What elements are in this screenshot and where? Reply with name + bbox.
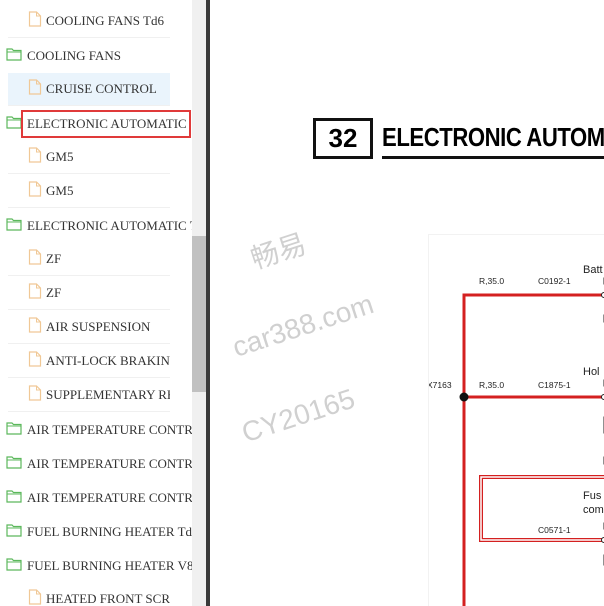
tree-item-label: AIR SUSPENSION	[46, 319, 151, 334]
connector-label: C1875-1	[538, 380, 571, 390]
file-icon	[28, 249, 42, 269]
connector-label: C0192-1	[538, 276, 571, 286]
tree-item-label: ELECTRONIC AUTOMATIC	[21, 109, 191, 138]
watermark-text: 畅易	[247, 228, 310, 275]
tree-item-label: COOLING FANS Td6	[46, 13, 164, 28]
tree-file-item[interactable]: ZF	[8, 243, 170, 276]
tree-folder-item[interactable]: FUEL BURNING HEATER Td6	[4, 515, 192, 548]
tree-item-label: GM5	[46, 149, 74, 164]
tree-folder-item[interactable]: FUEL BURNING HEATER V8	[4, 549, 192, 582]
component-label: Hol	[583, 366, 600, 378]
tree-folder-item[interactable]: AIR TEMPERATURE CONTROL	[4, 413, 192, 446]
component-label: Fus	[583, 490, 602, 502]
section-number: 32	[313, 118, 373, 159]
watermark-text: CY20165	[237, 382, 359, 449]
tree-file-item[interactable]: ANTI-LOCK BRAKING SYSTEM	[8, 345, 170, 378]
tree-folder-item[interactable]: AIR TEMPERATURE CONTROL	[4, 447, 192, 480]
wire-label: R,35.0	[479, 380, 504, 390]
tree-item-label: AIR TEMPERATURE CONTROL	[27, 455, 192, 471]
tree-file-item[interactable]: CRUISE CONTROL	[8, 73, 170, 106]
wire-label: R,35.0	[479, 276, 504, 286]
folder-icon	[6, 115, 23, 133]
tree-item-label: AIR TEMPERATURE CONTROL	[27, 421, 192, 437]
tree-item-label: ELECTRONIC AUTOMATIC T	[27, 217, 192, 233]
component-label: Batt	[583, 264, 603, 276]
tree-file-item[interactable]: HEATED FRONT SCREEN	[8, 583, 170, 606]
tree-folder-item[interactable]: ELECTRONIC AUTOMATIC T	[4, 209, 192, 242]
component-label: com	[583, 504, 604, 516]
tree-folder-item[interactable]: AIR TEMPERATURE CONTROL	[4, 481, 192, 514]
tree-file-item[interactable]: AIR SUSPENSION	[8, 311, 170, 344]
file-icon	[28, 147, 42, 167]
file-icon	[28, 385, 42, 405]
folder-icon	[6, 455, 23, 473]
folder-icon	[6, 489, 23, 507]
file-icon	[28, 181, 42, 201]
sidebar-scrollbar-thumb[interactable]	[192, 236, 206, 392]
folder-icon	[6, 47, 23, 65]
connector-label: C0571-1	[538, 525, 571, 535]
splice-label: X7163	[429, 380, 452, 390]
file-icon	[28, 351, 42, 371]
tree-folder-item[interactable]: COOLING FANS	[4, 39, 192, 72]
tree-folder-item[interactable]: ELECTRONIC AUTOMATIC	[4, 107, 192, 140]
document-view: 32 ELECTRONIC AUTOMATIC R,35.	[210, 0, 604, 606]
file-icon	[28, 79, 42, 99]
tree-file-item[interactable]: SUPPLEMENTARY RESTRAINT	[8, 379, 170, 412]
power-wire-1	[462, 293, 604, 606]
tree-item-label: ZF	[46, 251, 62, 266]
tree-item-label: COOLING FANS	[27, 47, 122, 63]
section-title: ELECTRONIC AUTOMATIC	[382, 122, 604, 152]
tree-item-label: ANTI-LOCK BRAKING SYSTEM	[46, 353, 170, 368]
tree-item-label: FUEL BURNING HEATER V8	[27, 557, 192, 573]
folder-icon	[6, 523, 23, 541]
tree-item-label: GM5	[46, 183, 74, 198]
folder-icon	[6, 421, 23, 439]
file-icon	[28, 317, 42, 337]
tree-item-label: FUEL BURNING HEATER Td6	[27, 523, 192, 539]
tree-file-item[interactable]: ZF	[8, 277, 170, 310]
tree-item-label: SUPPLEMENTARY RESTRAINT	[46, 387, 170, 402]
tree-file-item[interactable]: COOLING FANS Td6	[8, 5, 170, 38]
file-icon	[28, 283, 42, 303]
pane-divider[interactable]	[206, 0, 210, 606]
file-icon	[28, 589, 42, 606]
tree-file-item[interactable]: GM5	[8, 175, 170, 208]
wiring-diagram: R,35.0 C0192-1 Batt 12 X7163 R,35.0 C187…	[427, 234, 604, 606]
title-underline	[382, 156, 604, 159]
file-icon	[28, 11, 42, 31]
folder-icon	[6, 217, 23, 235]
tree-file-item[interactable]: GM5	[8, 141, 170, 174]
splice-point	[459, 392, 469, 402]
folder-icon	[6, 557, 23, 575]
tree-item-label: ZF	[46, 285, 62, 300]
fuse-loop-inner	[480, 476, 604, 541]
watermark-text: car388.com	[228, 288, 378, 363]
tree-item-label: CRUISE CONTROL	[46, 81, 157, 96]
tree-item-label: HEATED FRONT SCREEN	[46, 591, 170, 606]
tree-item-label: AIR TEMPERATURE CONTROL	[27, 489, 192, 505]
